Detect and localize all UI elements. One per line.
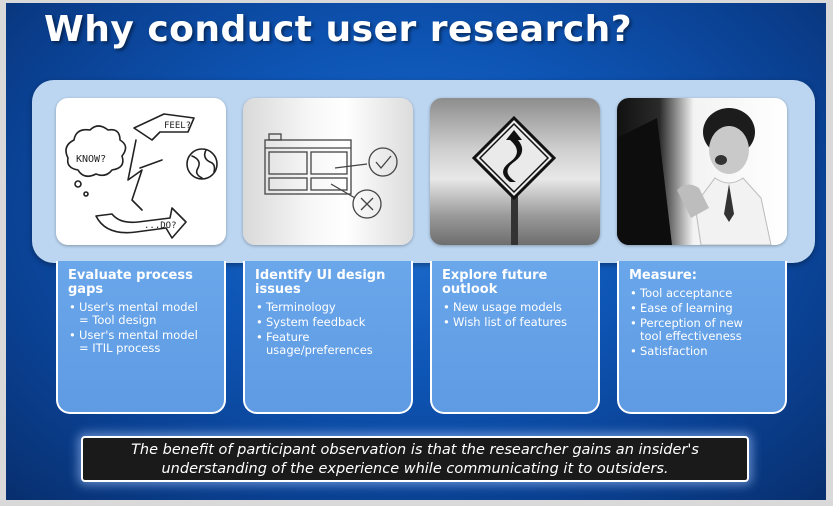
- card-heading: Measure:: [629, 268, 697, 283]
- card-bullets: Terminology System feedback Featureusage…: [255, 301, 403, 357]
- sketch-label-do: ...DO?: [144, 221, 177, 231]
- card-bullets: Tool acceptance Ease of learning Percept…: [629, 287, 777, 359]
- quote-line-2: understanding of the experience while co…: [161, 461, 669, 477]
- slide: Why conduct user research? KNOW?: [6, 3, 826, 500]
- bullet-item: Terminology: [255, 301, 403, 315]
- card-measure: Measure: Tool acceptance Ease of learnin…: [617, 261, 787, 414]
- wireframe-sketch-image: [243, 98, 413, 245]
- bullet-item: Wish list of features: [442, 316, 590, 330]
- bullet-item: Ease of learning: [629, 302, 777, 316]
- quote-line-1: The benefit of participant observation i…: [131, 442, 699, 458]
- bullet-item: System feedback: [255, 316, 403, 330]
- winding-road-sign-image: [430, 98, 600, 245]
- bullet-item: Satisfaction: [629, 345, 777, 359]
- card-bullets: User's mental model= Tool design User's …: [68, 301, 216, 355]
- sketch-label-know: KNOW?: [76, 154, 106, 165]
- sketch-label-feel: FEEL?: [164, 121, 191, 131]
- frustrated-man-image: [617, 98, 787, 245]
- card-bullets: New usage models Wish list of features: [442, 301, 590, 330]
- bullet-item: User's mental model= Tool design: [68, 301, 216, 327]
- sketch-know-feel-do-image: KNOW? FEEL? ...DO?: [56, 98, 226, 245]
- bullet-item: User's mental model= ITIL process: [68, 329, 216, 355]
- bullet-item: Tool acceptance: [629, 287, 777, 301]
- quote-box: The benefit of participant observation i…: [81, 436, 749, 482]
- slide-title: Why conduct user research?: [44, 9, 633, 50]
- bullet-item: New usage models: [442, 301, 590, 315]
